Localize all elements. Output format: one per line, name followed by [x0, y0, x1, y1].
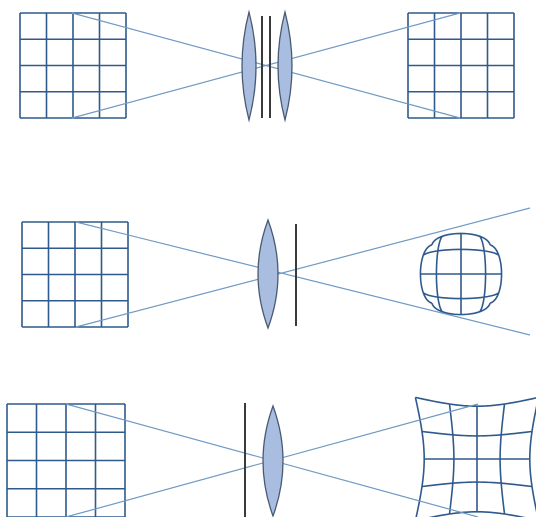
row-pincushion [21, 207, 531, 336]
lens [257, 218, 279, 330]
front-lens [241, 9, 257, 123]
pincushion-image-grid-curve-h [422, 292, 500, 300]
barrel-image-grid-curve-h [421, 481, 533, 488]
barrel-image-grid-curve-h [428, 510, 526, 517]
pincushion-image-grid-curve-h [431, 302, 491, 316]
lens [262, 404, 284, 517]
row-symmetric-doublet [19, 9, 515, 123]
light-ray [71, 12, 461, 119]
rear-lens [277, 9, 293, 123]
barrel-image-grid-curve-v [528, 405, 536, 513]
light-ray [75, 221, 531, 336]
light-ray [75, 207, 531, 328]
pincushion-image-grid-curve-v [479, 235, 487, 313]
barrel-image-grid-curve-v [414, 397, 426, 517]
barrel-image-grid-curve-v [499, 403, 506, 515]
pincushion-image-grid-curve-v [489, 244, 503, 304]
row-barrel [6, 396, 536, 517]
